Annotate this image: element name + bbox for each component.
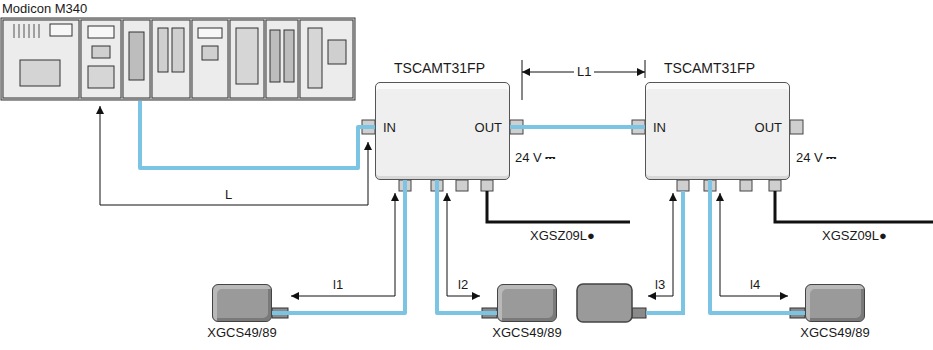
plc-rack-drawing	[192, 20, 228, 98]
cable-gland	[481, 180, 493, 191]
cable-gland	[677, 180, 689, 191]
plc-rack-drawing	[14, 24, 15, 38]
plc-rack-drawing	[88, 66, 114, 88]
port-label: OUT	[475, 120, 502, 135]
cable-gland	[790, 120, 803, 134]
dimension-line	[291, 193, 395, 296]
supply-label: 24 V ⎓	[515, 150, 555, 165]
signal-cable	[140, 101, 375, 168]
device-title: XGCS49/89	[800, 325, 869, 340]
plc-rack-drawing	[270, 30, 280, 82]
dimension-line	[645, 60, 646, 78]
plc-rack-drawing	[123, 20, 150, 98]
plc-rack-drawing	[198, 28, 222, 38]
supply-label: 24 V ⎓	[796, 150, 836, 165]
dimension-label: L1	[574, 64, 594, 79]
cable-reference: XGSZ09L●	[822, 228, 887, 243]
signal-cable	[710, 180, 805, 313]
plc-rack-drawing	[24, 24, 25, 38]
dimension-label: l4	[750, 277, 760, 292]
device-title: TSCAMT31FP	[394, 61, 485, 76]
plc-rack-drawing	[50, 24, 72, 36]
port-label: IN	[383, 120, 396, 135]
plc-rack-drawing	[39, 24, 40, 38]
signal-cable	[272, 180, 405, 313]
plc-rack-drawing	[19, 24, 20, 38]
dimension-line	[522, 60, 523, 100]
plc-rack-drawing	[158, 28, 168, 72]
plc-rack-drawing	[81, 20, 121, 98]
dimension-label: l2	[458, 277, 468, 292]
power-cable	[487, 191, 630, 222]
rfid-reader: XGCS49/89	[212, 284, 272, 322]
dimension-label: l1	[333, 277, 343, 292]
cable-gland	[769, 180, 781, 191]
dimension-line	[648, 193, 673, 296]
rfid-reader: XGCS49/89	[497, 284, 557, 322]
reader-connector	[632, 308, 646, 318]
plc-rack-drawing	[202, 46, 218, 60]
plc-rack-drawing	[152, 20, 190, 98]
plc-rack-drawing	[230, 20, 264, 98]
cable-gland	[740, 180, 752, 191]
signal-cable	[437, 180, 497, 313]
plc-rack-drawing	[92, 46, 110, 58]
plc-rack-drawing	[20, 60, 60, 86]
device-title: Modicon M340	[2, 1, 87, 16]
cable-gland	[456, 180, 468, 191]
plc-rack-drawing	[3, 20, 79, 98]
device-title: XGCS49/89	[207, 325, 276, 340]
plc-rack-drawing	[29, 24, 30, 38]
plc-rack-drawing	[129, 32, 144, 80]
plc-rack-drawing	[284, 30, 294, 82]
dimension-line	[720, 193, 788, 296]
plc-rack-drawing	[236, 28, 258, 84]
junction-box: TSCAMT31FPINOUT	[375, 82, 510, 180]
reader-device	[577, 284, 632, 322]
reader-cable	[646, 191, 683, 313]
plc-rack-drawing	[14, 24, 39, 38]
plc-rack-drawing	[88, 26, 114, 38]
dimension-line	[447, 193, 480, 296]
plc-rack-drawing	[1, 18, 355, 100]
port-label: OUT	[755, 120, 782, 135]
plc-rack-drawing	[34, 24, 35, 38]
port-label: IN	[653, 120, 666, 135]
dimension-label: L	[225, 187, 232, 202]
plc-rack-drawing	[300, 20, 353, 98]
plc-rack: Modicon M340	[0, 16, 355, 101]
junction-box: TSCAMT31FPINOUT	[645, 82, 790, 180]
plc-rack-drawing	[172, 28, 184, 72]
plc-rack-drawing	[328, 40, 346, 64]
rfid-reader: XGCS49/89	[805, 284, 865, 322]
cable-reference: XGSZ09L●	[530, 228, 595, 243]
plc-rack-drawing	[266, 20, 298, 98]
device-title: TSCAMT31FP	[664, 61, 755, 76]
dimension-label: l3	[655, 277, 665, 292]
device-title: XGCS49/89	[492, 325, 561, 340]
signal-cable	[510, 125, 645, 129]
power-cable	[775, 191, 933, 222]
plc-rack-drawing	[308, 28, 322, 88]
plc-rack-drawing	[1, 18, 355, 100]
